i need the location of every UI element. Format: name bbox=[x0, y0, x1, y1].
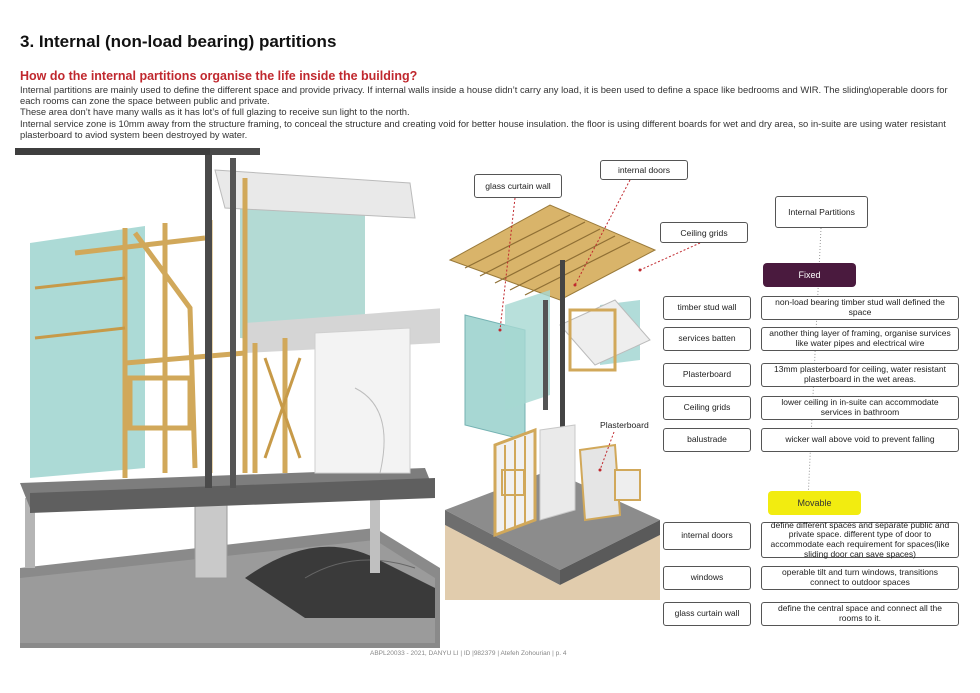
intro-paragraph-3: Internal service zone is 10mm away from … bbox=[20, 117, 946, 140]
callout-plasterboard: Plasterboard bbox=[600, 420, 649, 430]
fixed-row-label: Ceiling grids bbox=[663, 396, 751, 420]
callout-internal-doors: internal doors bbox=[600, 160, 688, 180]
exploded-axonometric-drawing bbox=[445, 204, 660, 600]
intro-paragraph-2: These area don’t have many walls as it h… bbox=[20, 106, 410, 118]
movable-row-label: windows bbox=[663, 566, 751, 590]
fixed-row-desc: non-load bearing timber stud wall define… bbox=[761, 296, 959, 320]
movable-row-label: internal doors bbox=[663, 522, 751, 550]
section-question: How do the internal partitions organise … bbox=[20, 69, 418, 83]
movable-row-desc: operable tilt and turn windows, transiti… bbox=[761, 566, 959, 590]
fixed-header: Fixed bbox=[763, 263, 856, 287]
fixed-row-desc: lower ceiling in in-suite can accommodat… bbox=[761, 396, 959, 420]
fixed-row-desc: wicker wall above void to prevent fallin… bbox=[761, 428, 959, 452]
movable-row-desc: define different spaces and separate pub… bbox=[761, 520, 959, 558]
legend-title: Internal Partitions bbox=[775, 196, 868, 228]
house-section-drawing bbox=[15, 148, 440, 648]
intro-paragraph-1: Internal partitions are mainly used to d… bbox=[20, 84, 948, 107]
fixed-row-label: Plasterboard bbox=[663, 363, 751, 387]
callout-glass-curtain-wall: glass curtain wall bbox=[474, 174, 562, 198]
movable-header: Movable bbox=[768, 491, 861, 515]
movable-row-label: glass curtain wall bbox=[663, 602, 751, 626]
fixed-row-desc: another thing layer of framing, organise… bbox=[761, 327, 959, 351]
page-heading: 3. Internal (non-load bearing) partition… bbox=[20, 32, 337, 51]
fixed-row-label: timber stud wall bbox=[663, 296, 751, 320]
movable-row-desc: define the central space and connect all… bbox=[761, 602, 959, 626]
intro-text: Internal partitions are mainly used to d… bbox=[20, 84, 960, 140]
fixed-row-desc: 13mm plasterboard for ceiling, water res… bbox=[761, 363, 959, 387]
fixed-row-label: balustrade bbox=[663, 428, 751, 452]
callout-ceiling-grids: Ceiling grids bbox=[660, 222, 748, 243]
page-footer: ABPL20033 - 2021, DANYU LI | ID |982379 … bbox=[370, 650, 567, 657]
fixed-row-label: services batten bbox=[663, 327, 751, 351]
